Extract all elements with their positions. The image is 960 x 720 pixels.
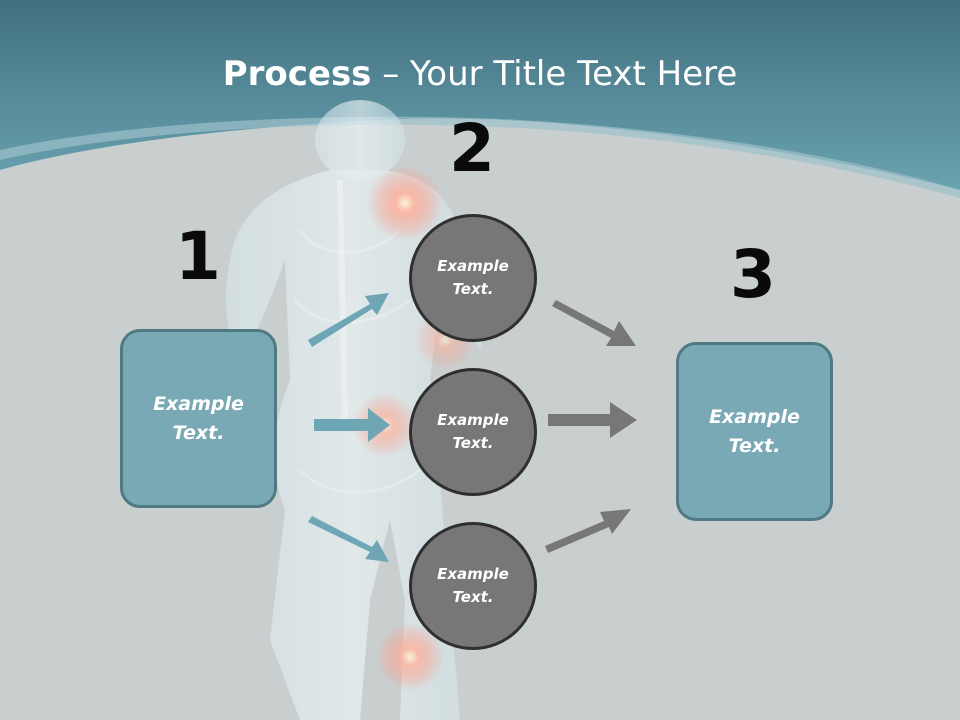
process-circle-top: Example Text. xyxy=(409,214,537,342)
circle-text: Example Text. xyxy=(437,565,509,606)
circle-text: Example Text. xyxy=(437,411,509,452)
pain-glow xyxy=(376,623,444,691)
process-circle-bottom: Example Text. xyxy=(409,522,537,650)
step-number-3: 3 xyxy=(730,236,776,313)
pain-glow xyxy=(367,165,443,241)
circle-text: Example Text. xyxy=(437,257,509,298)
step-number-1: 1 xyxy=(175,218,221,295)
pain-glow xyxy=(353,393,417,457)
step-number-2: 2 xyxy=(449,110,495,187)
title-banner xyxy=(0,0,960,190)
left-text-box: Example Text. xyxy=(120,329,277,508)
left-box-text: Example Text. xyxy=(153,392,244,444)
title-rest: – Your Title Text Here xyxy=(371,54,738,94)
title-bold: Process xyxy=(222,54,372,94)
right-text-box: Example Text. xyxy=(676,342,833,521)
right-box-text: Example Text. xyxy=(709,405,800,457)
slide-title: Process – Your Title Text Here xyxy=(0,52,960,96)
process-circle-middle: Example Text. xyxy=(409,368,537,496)
